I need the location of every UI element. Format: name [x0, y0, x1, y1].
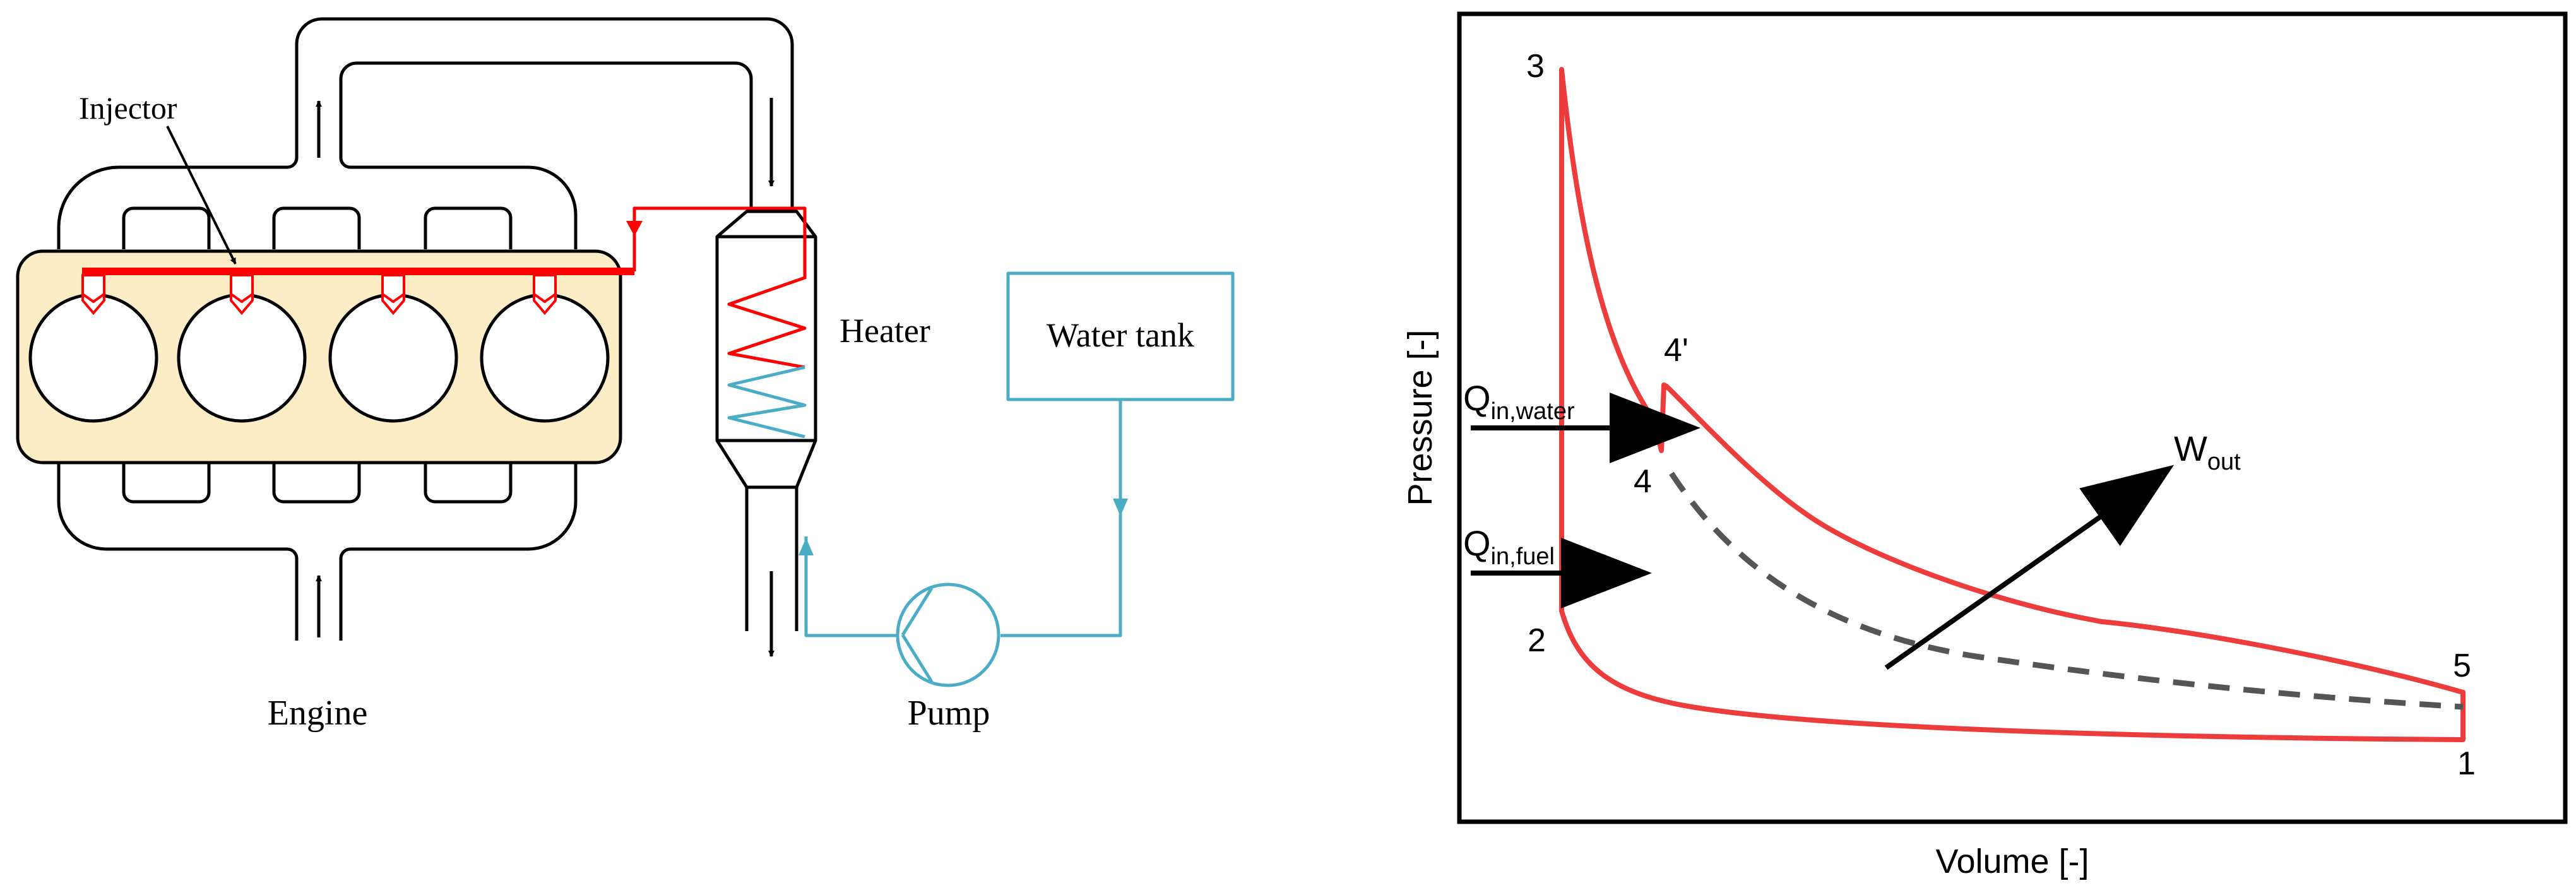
y-axis-label: Pressure [-] — [1401, 329, 1439, 506]
pv-diagram: 3 2 4 4' 5 1 Qin,water Qin,fuel Wout Pre… — [1401, 11, 2568, 880]
heater-label: Heater — [840, 312, 930, 350]
injector-3 — [381, 274, 405, 316]
injector-label: Injector — [79, 90, 177, 126]
injector-2 — [230, 274, 254, 316]
x-axis-label: Volume [-] — [1935, 843, 2089, 880]
point-1-label: 1 — [2457, 745, 2476, 782]
water-tank-label: Water tank — [1047, 316, 1194, 354]
q-fuel-label: Qin,fuel — [1463, 523, 1555, 570]
pump-label: Pump — [908, 694, 990, 733]
engine-schematic: Injector Heater Water tank Engine Pump — [16, 17, 1235, 733]
point-4prime-label: 4' — [1664, 332, 1689, 369]
water-tank — [1006, 271, 1235, 401]
pump-symbol — [896, 583, 1000, 687]
w-out-arrow — [1884, 465, 2175, 670]
water-down-arrow — [1113, 499, 1128, 516]
water-up-arrow — [798, 538, 814, 555]
heater-water-coil — [727, 365, 807, 439]
point-2-label: 2 — [1528, 622, 1546, 659]
engine-label: Engine — [268, 694, 368, 733]
engine-block — [16, 249, 622, 465]
q-water-label: Qin,water — [1463, 378, 1575, 425]
heater-body — [715, 210, 817, 489]
point-5-label: 5 — [2453, 648, 2471, 684]
injector-1 — [81, 274, 105, 316]
injector-pointer — [166, 126, 237, 264]
point-3-label: 3 — [1526, 48, 1545, 85]
w-out-label: Wout — [2174, 429, 2241, 475]
injector-4 — [533, 274, 557, 316]
expansion-dashed-curve — [1669, 471, 2464, 710]
cycle-curve — [1559, 67, 2466, 742]
point-4-label: 4 — [1634, 463, 1652, 500]
exhaust-manifold — [57, 17, 794, 249]
heater — [715, 210, 817, 489]
fuel-injection-line — [82, 206, 807, 279]
injectors — [81, 274, 557, 316]
water-line — [804, 271, 1235, 687]
intake-manifold — [57, 461, 578, 641]
